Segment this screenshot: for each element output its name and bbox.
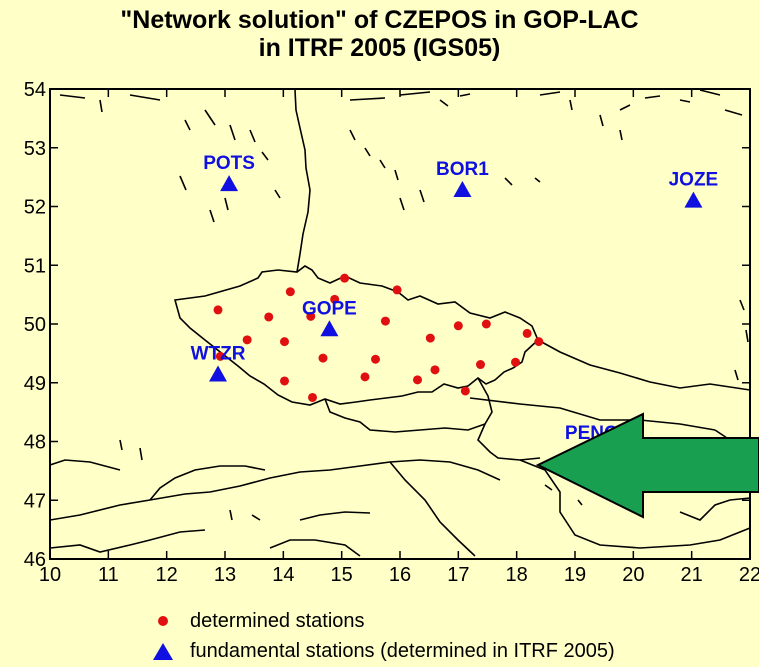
determined-station-dot <box>340 273 350 283</box>
determined-station-dot <box>511 357 520 367</box>
fundamental-station-triangle <box>209 365 227 382</box>
x-tick-label: 14 <box>272 564 294 586</box>
station-label-bor1: BOR1 <box>436 159 489 180</box>
title-line-1: "Network solution" of CZEPOS in GOP-LAC <box>120 6 639 34</box>
determined-station-dot <box>380 316 390 326</box>
country-border <box>173 265 539 406</box>
y-tick-label: 50 <box>24 314 46 336</box>
x-tick-label: 17 <box>447 564 469 586</box>
country-border <box>299 511 371 521</box>
station-label-gope: GOPE <box>302 298 357 319</box>
country-border <box>679 497 750 521</box>
determined-station-dot <box>453 321 463 331</box>
coastline-fragment <box>59 89 749 521</box>
x-axis: 10 11 12 13 14 15 16 17 18 19 20 21 22 <box>39 89 759 586</box>
y-tick-label: 48 <box>24 432 46 454</box>
determined-station-dot <box>308 392 317 402</box>
determined-station-dot <box>285 287 295 297</box>
x-tick-label: 12 <box>156 564 178 586</box>
country-border <box>294 89 311 273</box>
map-title: "Network solution" of CZEPOS in GOP-LAC … <box>0 6 759 62</box>
determined-station-dot <box>392 285 402 295</box>
y-axis: 46 47 48 49 50 51 52 53 54 <box>24 79 750 571</box>
x-tick-label: 19 <box>564 564 586 586</box>
determined-station-dot <box>476 360 485 370</box>
blue-triangle-icon <box>153 642 173 660</box>
x-tick-label: 15 <box>331 564 353 586</box>
legend: determined stations fundamental stations… <box>146 606 615 666</box>
country-border <box>50 459 501 521</box>
country-border <box>477 377 541 461</box>
country-border <box>389 461 476 557</box>
x-tick-label: 16 <box>389 564 411 586</box>
determined-station-dot <box>280 337 289 347</box>
determined-station-dot <box>534 337 544 347</box>
x-tick-label: 13 <box>214 564 236 586</box>
y-tick-label: 46 <box>24 549 46 571</box>
legend-label-fundamental: fundamental stations (determined in ITRF… <box>190 639 615 662</box>
x-tick-label: 11 <box>98 564 119 586</box>
title-line-2: in ITRF 2005 (IGS05) <box>258 34 501 62</box>
y-tick-label: 47 <box>24 490 46 512</box>
determined-station-dot <box>413 375 422 385</box>
determined-station-dot <box>306 311 316 321</box>
x-tick-label: 20 <box>622 564 644 586</box>
determined-station-dot <box>360 372 370 382</box>
determined-station-dot <box>481 319 491 329</box>
station-label-pots: POTS <box>203 153 255 174</box>
left-arrow-icon <box>535 412 759 519</box>
determined-station-dot <box>522 328 532 338</box>
legend-row-determined: determined stations <box>146 606 615 636</box>
fundamental-station-triangle <box>453 181 472 198</box>
y-tick-label: 49 <box>24 373 46 395</box>
determined-station-dot <box>330 294 340 304</box>
fundamental-station-triangle <box>220 175 239 192</box>
station-label-wtzr: WTZR <box>191 344 246 365</box>
legend-row-fundamental: fundamental stations (determined in ITRF… <box>146 636 615 666</box>
determined-station-dot <box>264 312 274 322</box>
determined-station-dot <box>425 333 435 343</box>
red-dot-icon <box>158 616 168 626</box>
country-border <box>149 465 266 501</box>
x-tick-label: 22 <box>739 564 759 586</box>
fundamental-station-triangle <box>320 320 339 337</box>
determined-station-dot <box>213 305 223 315</box>
country-border <box>50 459 121 471</box>
determined-station-dot <box>280 376 289 386</box>
determined-station-dot <box>242 335 252 345</box>
country-border <box>469 397 716 431</box>
country-border <box>50 529 206 553</box>
determined-station-dot <box>318 353 328 363</box>
determined-station-dot <box>215 351 225 361</box>
y-tick-label: 51 <box>24 255 46 277</box>
x-tick-label: 21 <box>681 564 703 586</box>
x-tick-label: 10 <box>39 564 61 586</box>
x-tick-label: 18 <box>506 564 528 586</box>
fundamental-station-triangle <box>684 191 703 208</box>
map-boundaries <box>50 89 750 557</box>
determined-station-dot <box>430 365 440 375</box>
y-tick-label: 53 <box>24 138 46 160</box>
country-border <box>324 398 486 433</box>
determined-station-dot <box>371 354 380 364</box>
y-tick-label: 54 <box>24 79 46 101</box>
country-border <box>537 339 750 391</box>
legend-label-determined: determined stations <box>190 609 365 632</box>
determined-station-dot <box>460 386 470 396</box>
station-label-joze: JOZE <box>669 170 719 191</box>
country-border <box>269 539 361 557</box>
y-tick-label: 52 <box>24 197 46 219</box>
country-border <box>519 459 750 549</box>
